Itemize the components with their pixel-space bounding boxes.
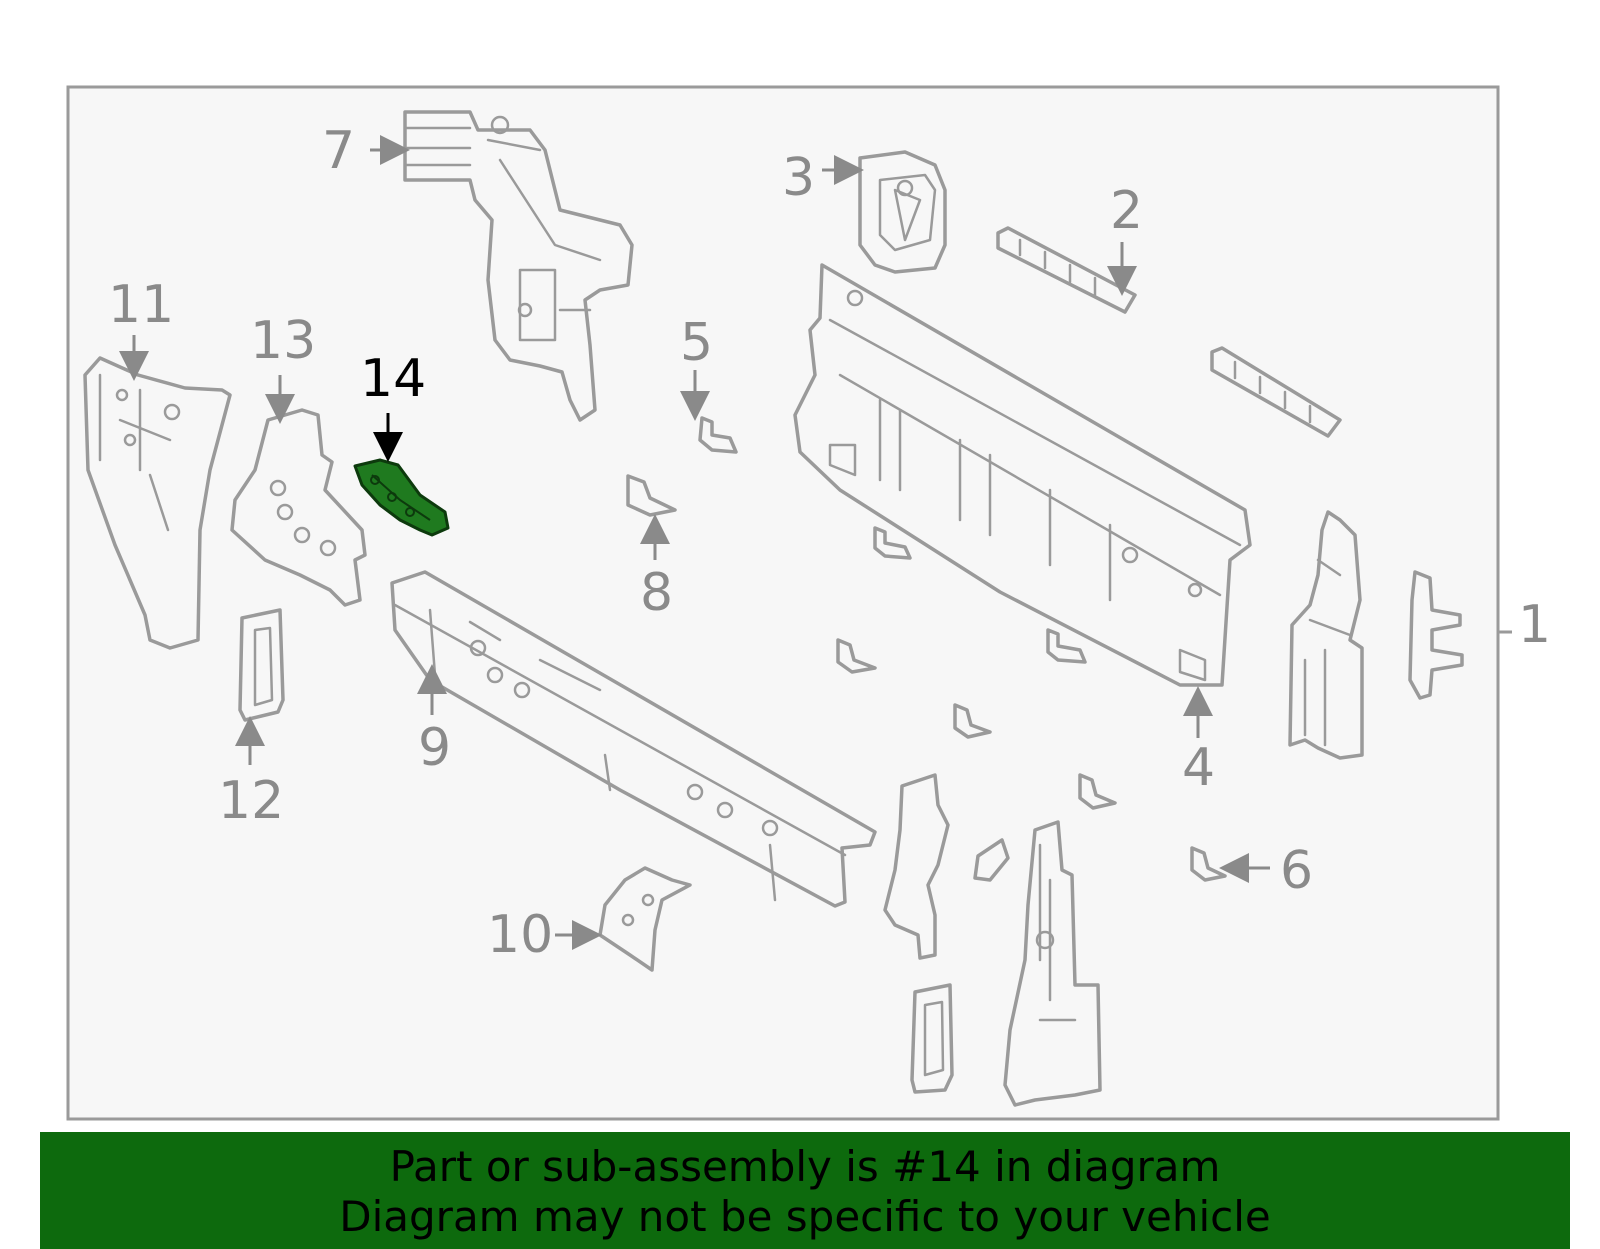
part-lower-pillar-b[interactable] [1003,820,1102,1107]
info-banner: Part or sub-assembly is #14 in diagram D… [40,1132,1570,1249]
callout-7: 7 [322,121,355,181]
part-13[interactable] [230,408,367,607]
part-7[interactable] [403,110,634,422]
callout-labels: 1 2 3 4 5 6 7 8 9 10 11 12 13 14 [108,121,1551,965]
callout-9: 9 [418,718,451,778]
banner-line-2: Diagram may not be specific to your vehi… [339,1192,1271,1241]
callout-1: 1 [1518,595,1551,655]
clip-a[interactable] [873,526,912,560]
diagram-frame [66,85,1500,1121]
part-9[interactable] [390,570,877,908]
callout-3: 3 [782,148,815,208]
part-2-lower[interactable] [1210,346,1342,438]
part-right-pillar[interactable] [1288,510,1364,760]
part-right-bracket[interactable] [1408,570,1464,700]
part-14[interactable] [353,458,450,537]
part-12[interactable] [238,608,285,722]
callout-14: 14 [360,349,426,409]
clip-c[interactable] [1046,628,1087,664]
callout-11: 11 [108,275,174,335]
part-2[interactable] [996,226,1137,314]
callout-10: 10 [487,905,553,965]
part-3[interactable] [858,150,947,274]
part-4[interactable] [793,263,1252,687]
clip-d[interactable] [953,703,992,739]
part-8[interactable] [626,474,677,517]
callout-12: 12 [218,771,284,831]
callout-13: 13 [250,311,316,371]
clip-b[interactable] [836,638,877,674]
part-5[interactable] [698,416,738,454]
part-10[interactable] [598,866,692,972]
part-lower-pillar-a[interactable] [883,773,950,960]
callout-6: 6 [1280,841,1313,901]
leaders [119,135,1270,950]
callout-2: 2 [1110,181,1143,241]
callout-5: 5 [680,313,713,373]
part-11[interactable] [83,356,232,650]
callout-8: 8 [640,563,673,623]
clip-f[interactable] [973,838,1010,882]
part-lower-bracket[interactable] [910,983,954,1094]
clip-e[interactable] [1078,773,1117,810]
banner-line-1: Part or sub-assembly is #14 in diagram [389,1142,1221,1191]
callout-4: 4 [1182,738,1215,798]
